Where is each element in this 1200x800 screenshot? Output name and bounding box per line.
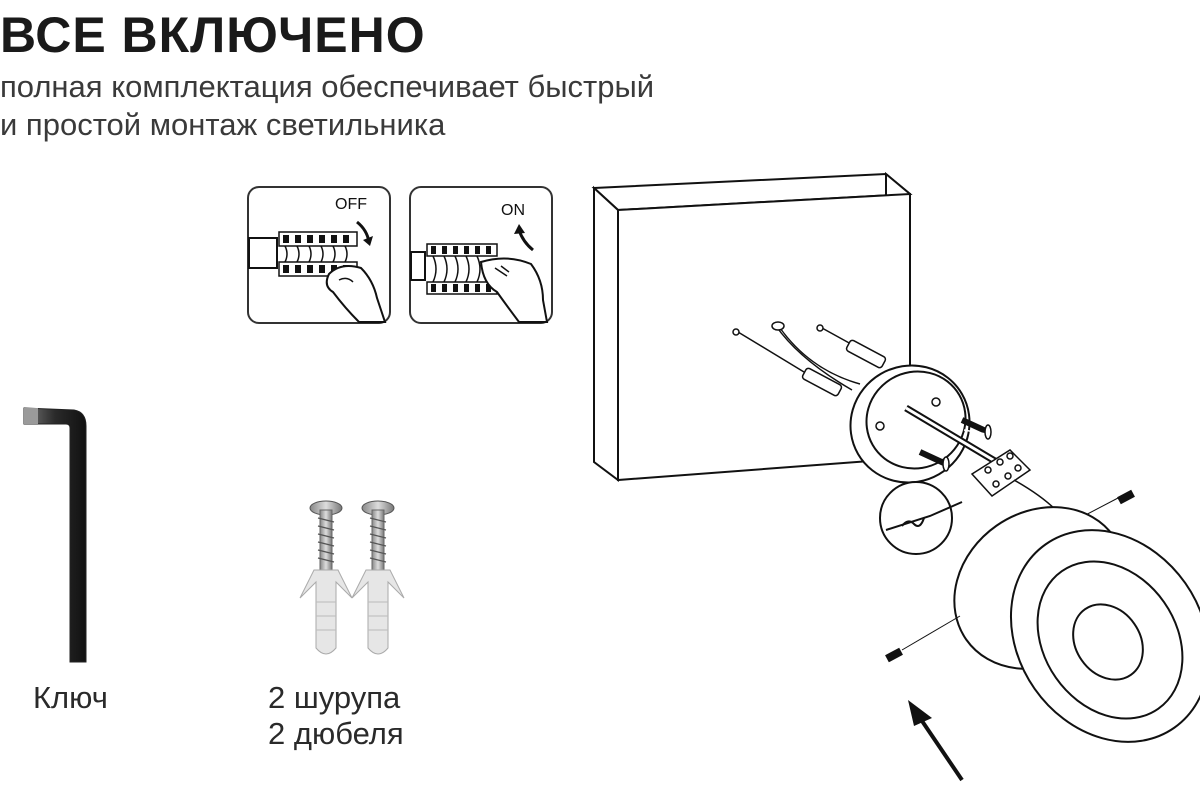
mounting-direction-arrow xyxy=(908,700,964,782)
screws-caption: 2 шурупа xyxy=(268,680,401,715)
terminal-on-panel: ON xyxy=(409,186,553,324)
subtitle-line-2: и простой монтаж светильника xyxy=(0,107,446,142)
page-subtitle: полная комплектация обеспечивает быстрый… xyxy=(0,68,654,144)
terminal-off-panel: OFF xyxy=(247,186,391,324)
dowels-caption: 2 дюбеля xyxy=(268,716,404,751)
screws-dowels-icon xyxy=(299,500,405,655)
mounting-screws xyxy=(918,417,992,472)
hex-key-icon xyxy=(23,407,87,663)
terminal-block-on-illustration xyxy=(410,224,549,323)
cable-grommet xyxy=(771,321,785,331)
wall-box xyxy=(591,171,913,482)
key-caption: Ключ xyxy=(33,680,108,715)
off-label: OFF xyxy=(335,196,367,213)
screw-dowel-1 xyxy=(299,500,353,655)
detail-magnifier xyxy=(879,481,963,555)
grub-screw-left xyxy=(885,615,961,663)
luminaire-terminal-block xyxy=(970,449,1032,497)
subtitle-line-1: полная комплектация обеспечивает быстрый xyxy=(0,69,655,104)
on-label: ON xyxy=(501,202,525,219)
terminal-block-off-illustration xyxy=(248,220,387,323)
small-screw-right xyxy=(816,324,824,332)
small-screw-left xyxy=(732,328,740,336)
screw-dowel-2 xyxy=(351,500,405,655)
luminaire-body xyxy=(953,506,1200,743)
installation-diagram xyxy=(591,171,1200,782)
page-title: ВСЕ ВКЛЮЧЕНО xyxy=(0,7,426,63)
wire-connectors xyxy=(801,339,887,397)
